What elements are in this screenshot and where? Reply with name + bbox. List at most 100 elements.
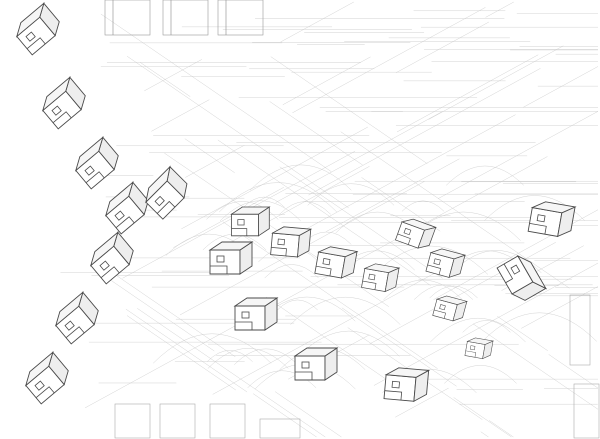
- elevation-frame: [104, 0, 151, 36]
- block-cutout: [65, 326, 85, 339]
- construction-curve: [401, 200, 445, 212]
- construction-line: [137, 308, 326, 438]
- block: [41, 76, 86, 130]
- construction-curve: [462, 320, 511, 333]
- block-front-face: [234, 305, 266, 331]
- construction-line: [396, 54, 539, 133]
- construction-curve: [207, 348, 289, 369]
- block-front-face: [270, 232, 300, 258]
- block-window: [469, 345, 476, 351]
- block-top-face: [74, 136, 104, 172]
- block-cutout: [26, 37, 46, 50]
- block: [425, 248, 467, 278]
- block-cutout: [362, 280, 377, 290]
- block-top-face: [530, 201, 577, 214]
- block-top-face: [145, 165, 171, 204]
- construction-curve: [234, 348, 298, 365]
- block-cutout: [100, 266, 120, 279]
- block: [394, 218, 438, 249]
- construction-line: [151, 99, 210, 132]
- block-top-face: [293, 347, 339, 357]
- elevation-frame: [209, 403, 246, 439]
- block: [145, 165, 188, 220]
- construction-curve: [374, 246, 489, 275]
- block-front-face: [209, 249, 241, 275]
- block: [314, 246, 359, 279]
- construction-curve: [298, 330, 400, 357]
- block-front-face: [294, 355, 326, 381]
- block: [464, 337, 494, 360]
- block-top-face: [317, 246, 359, 258]
- block-cutout: [397, 233, 411, 245]
- block: [270, 226, 313, 258]
- construction-curve: [206, 201, 279, 220]
- block-top-face: [435, 295, 468, 305]
- block-cutout: [434, 309, 446, 319]
- block-cutout: [503, 263, 514, 284]
- construction-curve: [413, 284, 474, 300]
- construction-line: [395, 21, 489, 73]
- construction-line: [184, 138, 235, 173]
- construction-line: [270, 56, 428, 164]
- construction-curve: [383, 279, 463, 300]
- block: [233, 297, 279, 331]
- construction-curve: [247, 370, 317, 389]
- construction-curve: [249, 164, 352, 191]
- block-cutout: [231, 228, 248, 236]
- block-cutout: [529, 222, 547, 235]
- block-top-face: [466, 337, 494, 345]
- construction-curve: [277, 299, 318, 311]
- construction-lines: [60, 1, 599, 438]
- isometric-blocks: [15, 2, 577, 405]
- block-cutout: [85, 171, 105, 184]
- block-cutout: [52, 111, 72, 124]
- block: [230, 206, 271, 237]
- block-cutout: [35, 386, 55, 399]
- construction-line: [274, 391, 342, 438]
- construction-curve: [206, 350, 253, 362]
- construction-line: [222, 221, 438, 369]
- block: [293, 347, 339, 381]
- construction-line: [280, 1, 354, 43]
- construction-curve: [279, 201, 331, 215]
- block-top-face: [384, 367, 431, 378]
- construction-curve: [307, 183, 395, 206]
- block-cutout: [156, 200, 176, 214]
- block-top-face: [516, 254, 547, 290]
- block-window: [391, 380, 400, 389]
- construction-curve: [153, 333, 272, 364]
- block: [89, 231, 134, 285]
- construction-line: [485, 1, 514, 18]
- block-window: [34, 380, 45, 391]
- elevation-frame: [573, 383, 600, 439]
- block: [527, 201, 577, 238]
- block-top-face: [89, 231, 119, 267]
- block-top-face: [230, 206, 271, 215]
- construction-line: [340, 131, 570, 289]
- elevation-frames: [104, 0, 600, 439]
- block: [496, 254, 547, 301]
- block-top-face: [41, 76, 71, 112]
- elevation-frame: [159, 403, 196, 439]
- elevation-frame: [569, 294, 591, 366]
- construction-curve: [290, 296, 401, 325]
- construction-line: [269, 101, 363, 166]
- construction-line: [472, 323, 599, 410]
- block-window: [433, 258, 441, 266]
- construction-line: [144, 59, 202, 92]
- block-window: [439, 304, 446, 311]
- construction-curve: [446, 165, 524, 186]
- construction-line: [438, 111, 599, 199]
- block-cutout: [316, 265, 332, 277]
- construction-line: [139, 62, 191, 97]
- construction-line: [523, 66, 599, 108]
- block-cutout: [427, 264, 442, 275]
- construction-line: [181, 126, 368, 230]
- construction-line: [497, 316, 548, 351]
- block-front-face: [383, 374, 417, 402]
- block: [24, 351, 69, 405]
- construction-line: [275, 111, 442, 203]
- construction-line: [185, 145, 245, 178]
- construction-curve: [243, 196, 285, 208]
